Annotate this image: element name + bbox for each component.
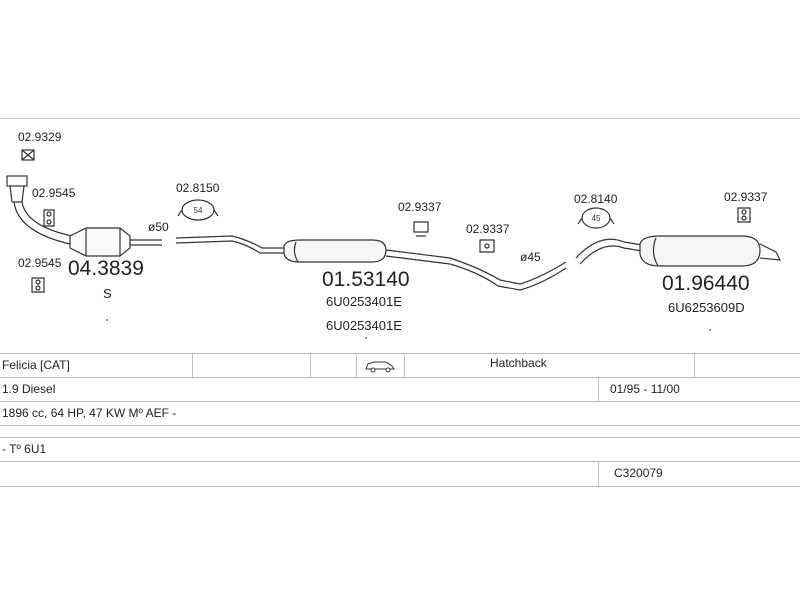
table-row: 1896 cc, 64 HP, 47 KW Mº AEF -: [0, 401, 800, 426]
table-row: 1.9 Diesel 01/95 - 11/00: [0, 377, 800, 402]
clamp-icon: [21, 149, 35, 161]
diameter-front: ø50: [148, 220, 169, 234]
vehicle-engine: 1.9 Diesel: [2, 382, 56, 396]
diameter-rear: ø45: [520, 250, 541, 264]
marker-dot: [106, 319, 108, 321]
table-row: - Tº 6U1: [0, 437, 800, 462]
marker-dot: [365, 337, 367, 339]
hanger-front-size: 54: [194, 206, 203, 215]
rear-silencer-body: [639, 235, 782, 267]
part-number-catalyst: 04.3839: [68, 257, 144, 280]
part-number-middle-silencer: 01.53140: [322, 268, 410, 291]
vehicle-type: - Tº 6U1: [2, 442, 47, 456]
top-border: [0, 118, 800, 119]
middle-silencer-body: [283, 239, 387, 263]
downpipe: [13, 201, 73, 245]
catalyst-suffix: S: [103, 286, 112, 301]
oe-number: 6U6253609D: [668, 300, 745, 315]
part-number-clamp: 02.9329: [18, 130, 62, 144]
part-number-hanger: 02.8150: [176, 181, 220, 195]
exhaust-diagram: 54 45: [6, 149, 782, 339]
rubber-mount-icon: [737, 207, 751, 223]
table-row: C320079: [0, 461, 800, 487]
part-number-rubber: 02.9337: [398, 200, 442, 214]
hanger-rear-size: 45: [592, 214, 601, 223]
part-number-rubber: 02.9337: [724, 190, 768, 204]
oe-number: 6U0253401E: [326, 318, 402, 333]
part-number-rubber: 02.9545: [18, 256, 62, 270]
table-row: Felicia [CAT] Hatchback: [0, 353, 800, 378]
vehicle-model: Felicia [CAT]: [2, 358, 70, 372]
part-number-hanger: 02.8140: [574, 192, 618, 206]
front-flange: [6, 175, 28, 203]
hanger-front-icon: [177, 199, 219, 221]
part-number-rubber: 02.9545: [32, 186, 76, 200]
rubber-mount-icon: [31, 277, 45, 293]
vehicle-body: Hatchback: [490, 356, 547, 370]
marker-dot: [709, 329, 711, 331]
oe-number: 6U0253401E: [326, 294, 402, 309]
vehicle-years: 01/95 - 11/00: [610, 382, 680, 396]
table-row: [0, 425, 800, 438]
rubber-mount-icon: [43, 209, 55, 227]
rubber-mount-icon: [413, 221, 429, 237]
catalyst-body: [69, 227, 162, 257]
rubber-mount-icon: [479, 239, 495, 253]
part-number-rear-silencer: 01.96440: [662, 272, 750, 295]
part-number-rubber: 02.9337: [466, 222, 510, 236]
car-icon: [364, 359, 396, 378]
front-pipe: [175, 235, 286, 254]
vehicle-code: C320079: [614, 466, 663, 480]
hanger-rear-icon: [577, 207, 615, 229]
middle-pipe: [385, 249, 567, 291]
vehicle-specs: 1896 cc, 64 HP, 47 KW Mº AEF -: [2, 406, 177, 420]
rear-pipe: [575, 238, 649, 265]
